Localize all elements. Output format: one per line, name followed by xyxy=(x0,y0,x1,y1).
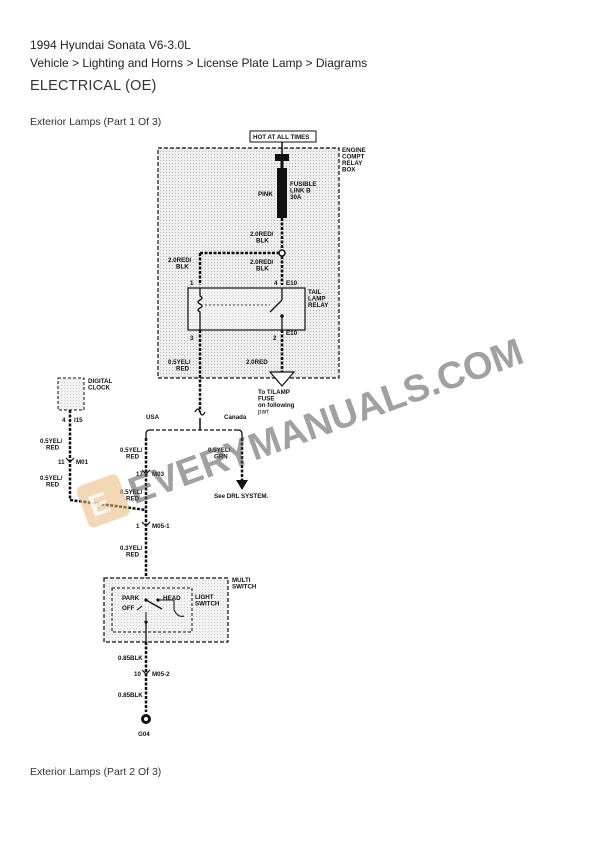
diagram-caption-part1: Exterior Lamps (Part 1 Of 3) xyxy=(30,116,162,128)
relay-box-label: ENGINE COMPT RELAY BOX xyxy=(342,147,367,174)
clock-pin: 4 xyxy=(62,417,66,424)
off-position: OFF xyxy=(122,605,135,612)
tail-relay-label: TAIL LAMP RELAY xyxy=(308,289,329,309)
ground-label: G04 xyxy=(138,731,150,738)
canada-label: Canada xyxy=(224,414,247,421)
wire-red-blk-right: 2.0RED/ BLK xyxy=(250,259,275,273)
m05-2-pin: 10 xyxy=(134,671,141,678)
wire-yel-red-relay: 0.5YEL/ RED xyxy=(168,359,192,373)
digital-clock xyxy=(57,377,85,411)
wire-2red: 2.0RED xyxy=(246,359,268,366)
pin-1: 1 xyxy=(190,280,194,287)
wire-blk-2: 0.85BLK xyxy=(118,692,143,699)
park-position: PARK xyxy=(122,595,140,602)
splice-node xyxy=(278,249,286,257)
m05-connector: M05-1 xyxy=(152,523,170,530)
tail-lamp-relay xyxy=(187,287,306,331)
drl-arrow xyxy=(236,480,248,490)
wire-multi-switch: 0.3YEL/ RED xyxy=(120,545,144,559)
wire-usa: 0.5YEL/ RED xyxy=(120,447,144,461)
section-heading: ELECTRICAL (OE) xyxy=(30,78,157,94)
multi-switch-label: MULTI SWITCH xyxy=(232,577,257,591)
hot-label: HOT AT ALL TIMES xyxy=(253,134,309,141)
multi-switch xyxy=(103,577,229,643)
wire-usa-2: 0.5YEL/ RED xyxy=(120,489,144,503)
fuse-label: FUSIBLE LINK B 30A xyxy=(290,181,318,201)
wire-blk-1: 0.85BLK xyxy=(118,655,143,662)
pink-wire-label: PINK xyxy=(258,191,273,198)
m01-connector: M01 xyxy=(76,459,89,466)
page-title: 1994 Hyundai Sonata V6-3.0L xyxy=(30,38,191,52)
breadcrumb: Vehicle > Lighting and Horns > License P… xyxy=(30,56,368,70)
relay-coil xyxy=(197,288,203,330)
diagram-caption-part2: Exterior Lamps (Part 2 Of 3) xyxy=(30,766,162,778)
light-switch xyxy=(111,587,193,633)
connector-e10-top: E10 xyxy=(286,280,298,287)
digital-clock-label: DIGITAL CLOCK xyxy=(88,378,114,392)
pin-2: 2 xyxy=(273,335,277,342)
head-position: HEAD xyxy=(163,595,181,602)
light-switch-label: LIGHT SWITCH xyxy=(195,594,220,608)
drl-note: See DRL SYSTEM. xyxy=(214,493,268,500)
clock-connector: I15 xyxy=(74,417,83,424)
m03-connector: M03 xyxy=(152,471,165,478)
arrow-to-fuse xyxy=(268,371,296,387)
connector-e10-bottom: E10 xyxy=(286,330,298,337)
to-fuse-note: To T/LAMP FUSE on following part xyxy=(258,389,296,416)
wire-clock-2: 0.5YEL/ RED xyxy=(40,475,64,489)
wire-red-blk-left: 2.0RED/ BLK xyxy=(168,257,193,271)
fusible-link xyxy=(275,154,289,161)
wire-canada: 0.5YEL/ GRN xyxy=(208,447,232,461)
m03-pin: 17 xyxy=(136,471,143,478)
m01-pin: 11 xyxy=(58,459,65,466)
wire-clock-1: 0.5YEL/ RED xyxy=(40,438,64,452)
wire-red-blk-top: 2.0RED/ BLK xyxy=(250,231,275,245)
hot-label-box xyxy=(249,130,317,143)
m05-pin: 1 xyxy=(136,523,140,530)
pin-3: 3 xyxy=(190,335,194,342)
usa-label: USA xyxy=(146,414,160,421)
pin-4: 4 xyxy=(274,280,278,287)
relay-box-outline xyxy=(157,147,340,379)
m05-2-connector: M05-2 xyxy=(152,671,170,678)
